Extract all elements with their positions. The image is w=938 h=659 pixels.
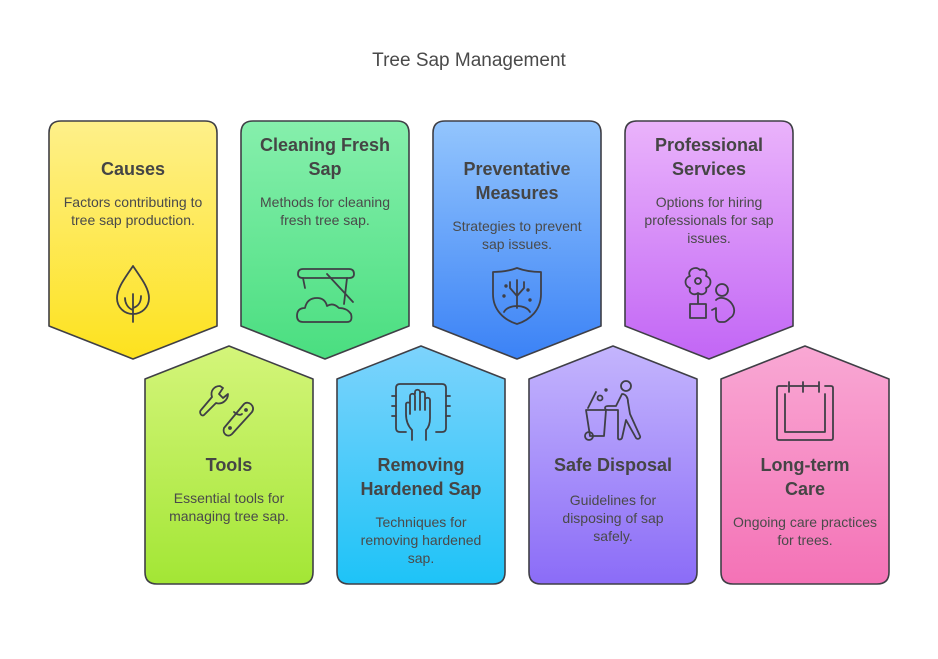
card-shape-cleaning: [240, 120, 410, 360]
card-shape-tools: [144, 345, 314, 585]
card-removing-hardened-sap: Removing Hardened Sap Techniques for rem…: [337, 453, 505, 567]
tree-leaf-icon: [116, 265, 150, 323]
card-tools: Tools Essential tools for managing tree …: [145, 453, 313, 525]
card-heading: Cleaning Fresh Sap: [259, 135, 391, 179]
card-shape-longterm: [720, 345, 890, 585]
card-safe-disposal: Safe Disposal Guidelines for disposing o…: [529, 453, 697, 545]
card-heading: Safe Disposal: [553, 455, 673, 475]
card-long-term-care: Long-term Care Ongoing care practices fo…: [721, 453, 889, 549]
card-description: Ongoing care practices for trees.: [733, 514, 877, 548]
tools-icon: [199, 385, 254, 437]
card-shape-professional: [624, 120, 794, 360]
card-professional-services: Professional Services Options for hiring…: [625, 133, 793, 247]
cleaning-bucket-icon: [296, 268, 355, 323]
diagram-title: Tree Sap Management: [372, 50, 566, 71]
card-heading: Preventative Measures: [463, 159, 571, 203]
gardener-icon: [684, 267, 736, 323]
calendar-icon: [776, 381, 834, 441]
hand-scrub-icon: [391, 383, 451, 441]
card-preventative-measures: Preventative Measures Strategies to prev…: [433, 157, 601, 253]
card-description: Strategies to prevent sap issues.: [452, 218, 582, 252]
shield-tree-icon: [492, 267, 542, 325]
card-shape-causes: [48, 120, 218, 360]
card-description: Guidelines for disposing of sap safely.: [562, 492, 664, 544]
card-description: Options for hiring professionals for sap…: [644, 194, 774, 246]
card-description: Methods for cleaning fresh tree sap.: [260, 194, 390, 228]
card-description: Factors contributing to tree sap product…: [63, 194, 203, 228]
trash-disposal-icon: [584, 380, 642, 441]
card-shape-disposal: [528, 345, 698, 585]
card-description: Techniques for removing hardened sap.: [360, 514, 482, 566]
card-heading: Professional Services: [654, 135, 764, 179]
card-shape-removing: [336, 345, 506, 585]
card-heading: Tools: [205, 455, 253, 475]
card-cleaning-fresh-sap: Cleaning Fresh Sap Methods for cleaning …: [241, 133, 409, 229]
card-heading: Long-term Care: [760, 455, 850, 499]
card-shape-preventative: [432, 120, 602, 360]
card-description: Essential tools for managing tree sap.: [169, 490, 289, 524]
card-causes: Causes Factors contributing to tree sap …: [49, 157, 217, 229]
card-heading: Causes: [100, 159, 166, 179]
card-heading: Removing Hardened Sap: [360, 455, 482, 499]
